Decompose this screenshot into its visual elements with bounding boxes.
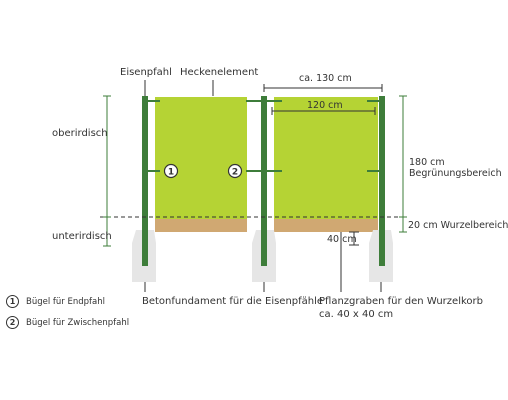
label-hedge: Heckenelement [180,67,259,78]
legend-text-2: Bügel für Zwischenpfahl [26,317,130,328]
legend-item-end-bracket: 1 Bügel für Endpfahl [6,295,105,308]
width-inner-dimension [271,107,376,115]
iron-post-right [379,96,385,266]
hedge-panel-left [155,97,247,219]
svg-text:1: 1 [168,168,174,178]
leader-lines [144,80,382,292]
left-dimension [103,95,111,247]
label-width-total: ca. 130 cm [299,73,352,84]
hedge-panel-right [274,97,378,219]
iron-post-middle [261,96,267,266]
right-dimension [399,95,407,233]
legend-text-1: Bügel für Endpfahl [26,296,105,307]
root-ball-left [155,219,247,232]
marker-end-bracket: 1 [163,163,179,179]
label-foundation: Betonfundament für die Eisenpfähle [142,296,324,307]
label-depth: 40 cm [327,234,357,245]
legend-item-middle-bracket: 2 Bügel für Zwischenpfahl [6,316,129,329]
iron-post-left [142,96,148,266]
label-height-green: 180 cm [409,157,445,168]
label-trench-line2: ca. 40 x 40 cm [319,309,394,320]
marker-middle-bracket: 2 [227,163,243,179]
label-post: Eisenpfahl [120,67,172,78]
label-height-green-sub: Begrünungsbereich [409,168,502,179]
legend-marker-2: 2 [6,316,19,329]
svg-text:2: 2 [232,168,238,178]
label-trench-line1: Pflanzgraben für den Wurzelkorb [319,296,483,307]
label-width-inner: 120 cm [307,100,343,111]
label-root-zone: 20 cm Wurzelbereich [408,220,508,231]
root-ball-right [274,219,378,232]
width-total-dimension [263,84,383,92]
label-above-ground: oberirdisch [52,128,108,139]
legend-marker-1: 1 [6,295,19,308]
brackets [148,100,379,172]
label-below-ground: unterirdisch [52,231,112,242]
